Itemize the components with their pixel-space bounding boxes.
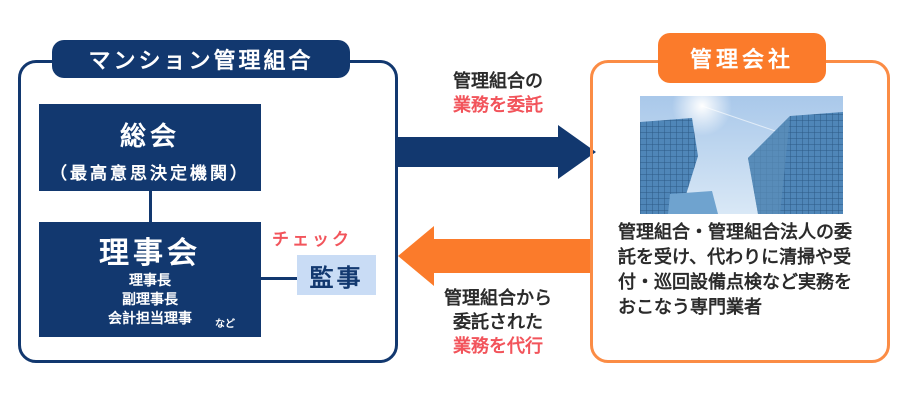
delegate-line1: 管理組合の	[453, 71, 543, 92]
association-title: マンション管理組合	[52, 40, 350, 78]
company-description: 管理組合・管理組合法人の委託を受け、代わりに清掃や受付・巡回設備点検など実務をお…	[618, 222, 852, 318]
general-meeting-subtitle: （最高意思決定機関）	[50, 164, 250, 184]
delegate-line2: 業務を委託	[453, 95, 543, 116]
proxy-line2: 委託された	[453, 312, 543, 333]
board-etc: など	[215, 319, 235, 330]
board-member: 会計担当理事	[108, 311, 192, 327]
delegate-caption: 管理組合の 業務を委託	[398, 70, 598, 118]
office-buildings-photo	[640, 96, 843, 214]
auditor-box: 監事	[297, 255, 376, 295]
general-meeting-box: 総会 （最高意思決定機関）	[39, 104, 261, 191]
proxy-line3: 業務を代行	[453, 336, 543, 357]
arrow-left-icon	[398, 226, 590, 286]
proxy-line1: 管理組合から	[444, 288, 552, 309]
company-title: 管理会社	[658, 33, 826, 83]
board-member: 副理事長	[122, 292, 178, 308]
board-box: 理事会 理事長 副理事長 会計担当理事 など	[39, 222, 261, 337]
arrow-right-icon	[398, 125, 596, 179]
board-member: 理事長	[129, 273, 171, 289]
connector-line-horizontal	[261, 277, 297, 280]
board-title: 理事会	[99, 236, 201, 271]
general-meeting-title: 総会	[119, 122, 180, 152]
check-label: チェック	[272, 230, 352, 250]
connector-line-vertical	[149, 191, 152, 222]
proxy-caption: 管理組合から 委託された 業務を代行	[398, 287, 598, 359]
